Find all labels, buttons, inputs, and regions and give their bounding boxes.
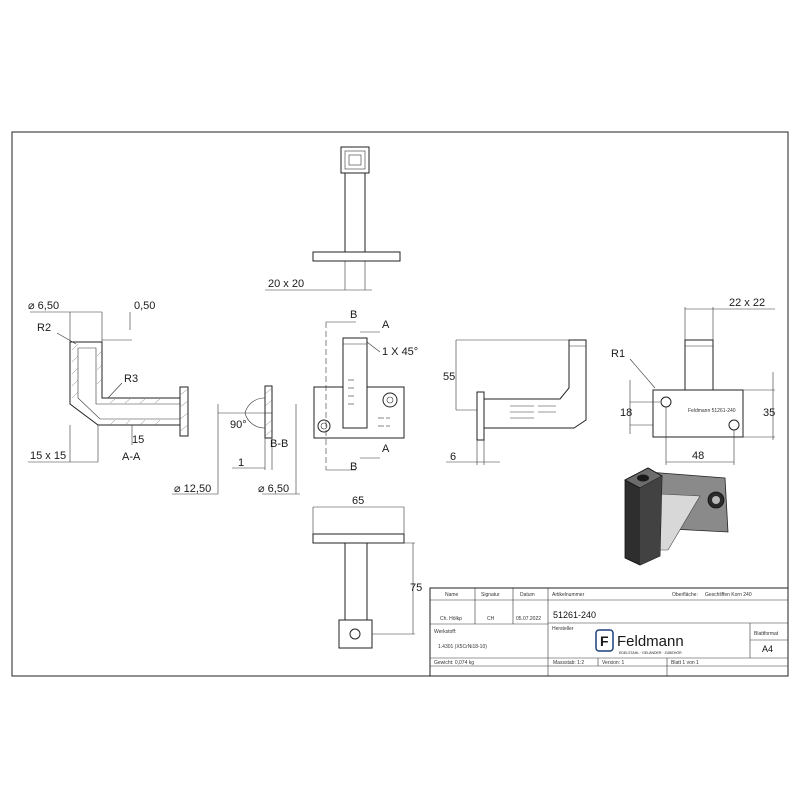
tb-weight: Gewicht: 0,074 kg <box>434 660 474 666</box>
dim-75: 75 <box>410 582 422 594</box>
dim-chamfer: 1 X 45° <box>382 346 418 358</box>
tb-article-label: Artikelnummer <box>552 592 585 598</box>
dim-15: 15 <box>132 434 144 446</box>
tb-surface-value: Geschliffen Korn 240 <box>705 592 752 598</box>
title-block: Name Signatur Datum Ch. Hölkp CH 05.07.2… <box>429 587 789 677</box>
tb-name: Ch. Hölkp <box>440 616 462 622</box>
dim-angle: 90° <box>230 419 247 431</box>
tb-article-number: 51261-240 <box>553 610 596 620</box>
dim-flange-1: 1 <box>238 457 244 469</box>
section-b-b: 90° ⌀ 12,50 1 B-B ⌀ 6,50 <box>172 385 300 495</box>
label-b-bottom: B <box>350 461 357 473</box>
top-view: 20 x 20 <box>265 146 401 291</box>
tb-col-name: Name <box>445 592 459 598</box>
tb-company-tagline: EDELSTAHL · GELÄNDER · ZUBEHÖR <box>619 651 682 655</box>
tb-version: Version: 1 <box>602 660 624 666</box>
label-section-aa: A-A <box>122 451 141 463</box>
sheet-frame <box>11 131 789 677</box>
tb-surface-label: Oberfläche: <box>672 592 698 598</box>
dim-6: 6 <box>450 451 456 463</box>
dim-22: 22 x 22 <box>729 297 765 309</box>
logo-mark-icon <box>595 629 614 652</box>
dim-r2: R2 <box>37 322 51 334</box>
tb-scale: Massstab: 1:2 <box>553 660 584 666</box>
tb-material-label: Werkstoff: <box>434 629 456 635</box>
label-b-top: B <box>350 309 357 321</box>
label-a-top: A <box>382 319 390 331</box>
tb-col-date: Datum <box>520 592 535 598</box>
dim-tube-size: 15 x 15 <box>30 450 66 462</box>
dim-55: 55 <box>443 371 455 383</box>
label-section-bb: B-B <box>270 438 288 450</box>
tb-date: 05.07.2022 <box>516 616 541 622</box>
dim-r1: R1 <box>611 348 625 360</box>
tb-sheet: Blatt 1 von 1 <box>671 660 699 666</box>
dim-35: 35 <box>763 407 775 419</box>
tb-material-value: 1.4301 (X5CrNi18-10) <box>438 644 487 650</box>
tb-col-signature: Signatur <box>481 592 500 598</box>
dim-18: 18 <box>620 407 632 419</box>
tb-format-label: Blattformat <box>754 631 779 637</box>
dim-top-tube: 20 x 20 <box>268 278 304 290</box>
isometric-view <box>624 467 729 566</box>
dim-r3: R3 <box>124 373 138 385</box>
front-view: B B A A 1 X 45° <box>313 309 418 473</box>
engraving: Feldmann 51261-240 <box>688 408 736 414</box>
dim-flange-diameter: ⌀ 12,50 <box>174 483 211 495</box>
logo-letter: F <box>600 633 609 649</box>
tb-manufacturer-label: Hersteller <box>552 626 574 632</box>
dim-65: 65 <box>352 495 364 507</box>
label-a-bottom: A <box>382 443 390 455</box>
dim-hole-diameter: ⌀ 6,50 <box>28 300 59 312</box>
section-a-a: ⌀ 6,50 0,50 R2 R3 15 x 15 15 A-A <box>28 300 189 463</box>
right-view: Feldmann 51261-240 22 x 22 R1 18 35 48 <box>611 297 775 465</box>
tb-signature: CH <box>487 616 495 622</box>
dim-wall: 0,50 <box>134 300 155 312</box>
dim-48: 48 <box>692 450 704 462</box>
dim-flange-hole: ⌀ 6,50 <box>258 483 289 495</box>
tb-company: Feldmann <box>617 633 684 650</box>
side-view: 55 6 <box>443 339 587 465</box>
bottom-view: 65 75 <box>312 495 422 649</box>
tb-format-value: A4 <box>762 644 773 654</box>
